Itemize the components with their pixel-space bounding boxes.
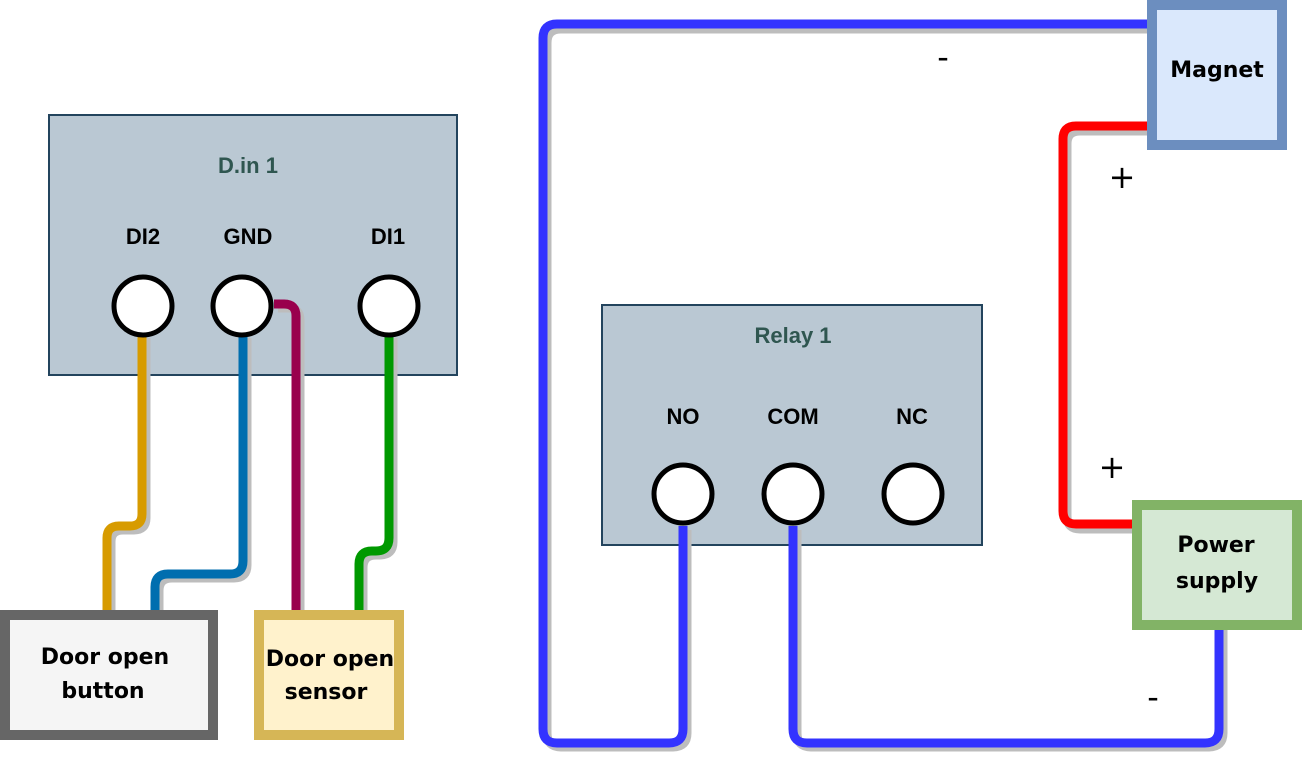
- relay-module-title: Relay 1: [754, 323, 831, 348]
- terminal-di1[interactable]: [357, 274, 421, 338]
- wire-gnd-to-button: [150, 335, 248, 614]
- door-open-sensor-label-line2: sensor: [285, 680, 368, 705]
- wire-magnet-positive-to-psu: [1058, 121, 1153, 529]
- terminal-label-com: COM: [767, 404, 818, 429]
- power-supply-device[interactable]: Power supply: [1132, 500, 1302, 630]
- magnet-box: [1147, 0, 1287, 150]
- magnet-label: Magnet: [1170, 58, 1264, 83]
- door-open-button-box: [0, 610, 218, 740]
- din-terminals: [111, 274, 421, 338]
- relay-terminals: [651, 462, 945, 526]
- terminal-label-di1: DI1: [371, 224, 405, 249]
- power-supply-box: [1132, 500, 1302, 630]
- terminal-nc[interactable]: [881, 462, 945, 526]
- terminal-gnd[interactable]: [210, 274, 274, 338]
- door-open-sensor-label-line1: Door open: [266, 647, 394, 672]
- door-open-button-device[interactable]: Door open button: [0, 610, 218, 740]
- wire-di1-to-sensor: [354, 335, 394, 614]
- terminal-label-di2: DI2: [126, 224, 160, 249]
- terminal-label-gnd: GND: [224, 224, 273, 249]
- magnet-negative-sign: -: [937, 38, 949, 76]
- din-module-title: D.in 1: [218, 153, 278, 178]
- magnet-device[interactable]: Magnet: [1147, 0, 1287, 150]
- wire-com-to-psu-negative: [788, 526, 1224, 748]
- psu-positive-sign: +: [1099, 448, 1126, 486]
- psu-negative-sign: -: [1147, 678, 1159, 716]
- terminal-label-no: NO: [667, 404, 700, 429]
- wire-magnet-negative-to-no: [538, 19, 1153, 748]
- wires: [102, 19, 1224, 748]
- door-open-button-label-line1: Door open: [41, 645, 169, 670]
- wire-gnd-to-sensor: [274, 299, 301, 612]
- terminal-no[interactable]: [651, 462, 715, 526]
- wire-di2-to-button: [102, 335, 147, 614]
- door-open-sensor-device[interactable]: Door open sensor: [254, 610, 404, 740]
- door-open-sensor-box: [254, 610, 404, 740]
- magnet-positive-sign: +: [1109, 158, 1136, 196]
- terminal-di2[interactable]: [111, 274, 175, 338]
- power-supply-label-line1: Power: [1177, 533, 1254, 558]
- terminal-label-nc: NC: [896, 404, 928, 429]
- terminal-com[interactable]: [761, 462, 825, 526]
- door-open-button-label-line2: button: [61, 679, 144, 704]
- power-supply-label-line2: supply: [1176, 569, 1258, 594]
